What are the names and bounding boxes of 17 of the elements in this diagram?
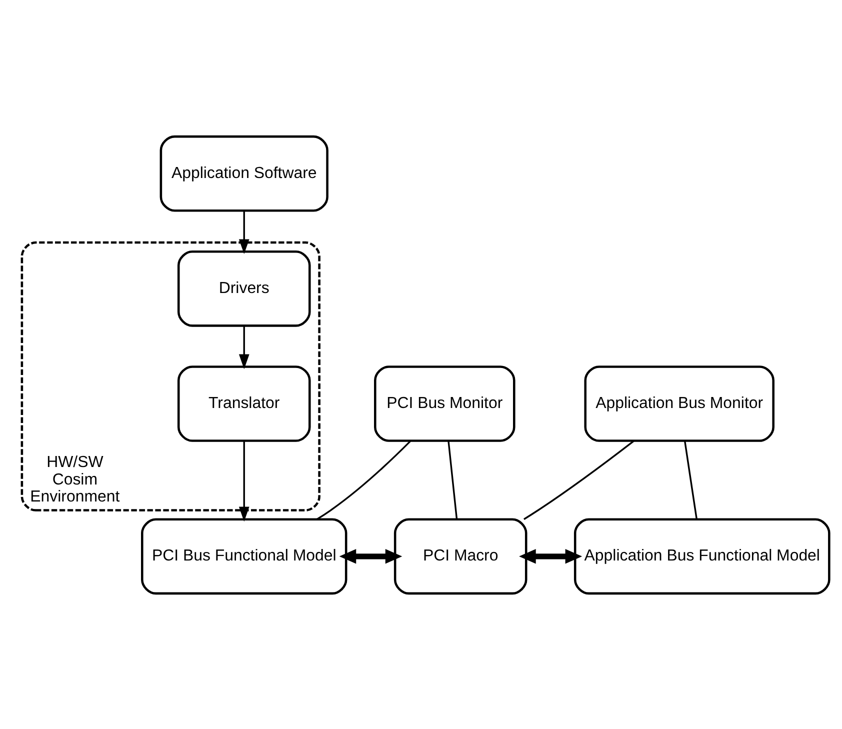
- node-box: Application Software: [160, 134, 328, 212]
- node-box: PCI Macro: [394, 518, 528, 594]
- node-box: Application Bus Functional Model: [574, 518, 830, 594]
- node-box: Translator: [177, 365, 311, 442]
- arrow: [519, 548, 582, 564]
- connector: [684, 440, 698, 519]
- connector: [448, 440, 458, 519]
- arrow: [238, 325, 250, 369]
- connector: [316, 440, 411, 520]
- arrow: [238, 210, 250, 254]
- arrow: [238, 440, 250, 522]
- node-box: Drivers: [177, 250, 311, 326]
- node-box: PCI Bus Monitor: [374, 365, 516, 442]
- connector: [524, 440, 634, 520]
- node-box: Application Bus Monitor: [584, 365, 774, 442]
- node-box: PCI Bus Functional Model: [141, 518, 348, 594]
- arrow: [339, 548, 402, 564]
